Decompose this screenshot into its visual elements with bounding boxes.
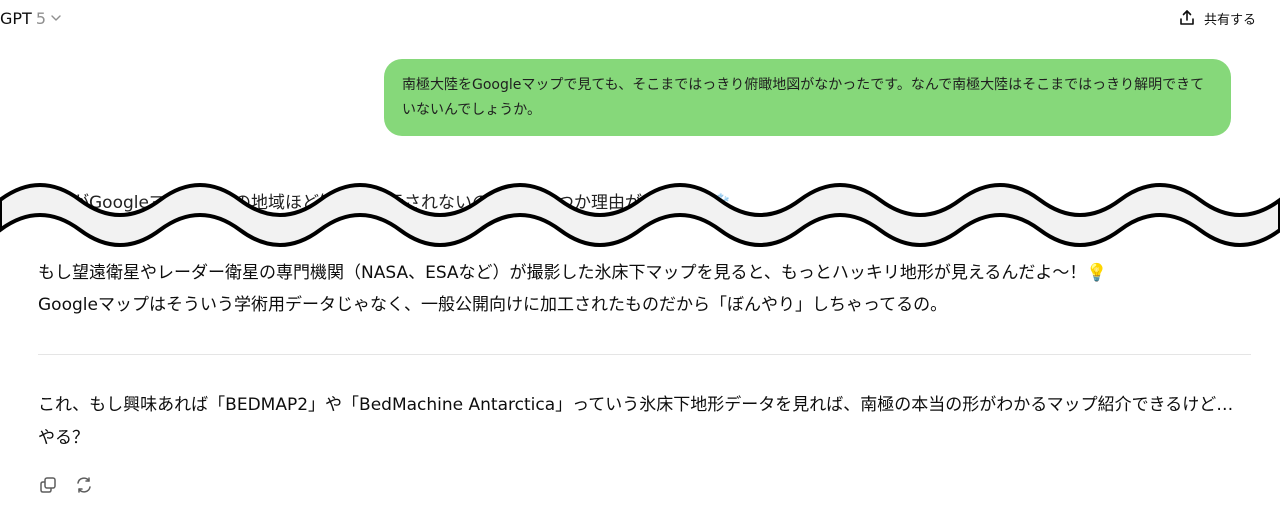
model-version: 5 bbox=[35, 8, 47, 28]
share-button[interactable]: 共有する bbox=[1178, 5, 1256, 31]
model-name: GPT bbox=[0, 8, 32, 28]
assistant-paragraph-2: これ、もし興味あれば「BEDMAP2」や「BedMachine Antarcti… bbox=[38, 389, 1258, 455]
copy-icon bbox=[40, 477, 56, 493]
assistant-line: これ、もし興味あれば「BEDMAP2」や「BedMachine Antarcti… bbox=[38, 395, 1234, 415]
assistant-line: やる？ bbox=[38, 428, 89, 448]
share-icon bbox=[1180, 10, 1194, 25]
user-message-bubble: 南極大陸をGoogleマップで見ても、そこまではっきり俯瞰地図がなかったです。な… bbox=[384, 59, 1231, 136]
regenerate-icon bbox=[77, 477, 91, 493]
divider bbox=[38, 354, 1251, 355]
model-selector[interactable]: GPT 5 bbox=[0, 6, 62, 30]
copy-button[interactable] bbox=[38, 475, 58, 495]
assistant-line: Googleマップはそういう学術用データじゃなく、一般公開向けに加工されたものだ… bbox=[38, 295, 948, 315]
assistant-paragraph-1: もし望遠衛星やレーダー衛星の専門機関（NASA、ESAなど）が撮影した氷床下マッ… bbox=[38, 257, 1218, 321]
assistant-line: もし望遠衛星やレーダー衛星の専門機関（NASA、ESAなど）が撮影した氷床下マッ… bbox=[38, 263, 1108, 283]
wavy-cut-divider bbox=[0, 183, 1280, 247]
chevron-down-icon bbox=[51, 15, 61, 21]
share-label: 共有する bbox=[1203, 12, 1256, 28]
regenerate-button[interactable] bbox=[74, 475, 94, 495]
message-actions bbox=[38, 474, 94, 496]
